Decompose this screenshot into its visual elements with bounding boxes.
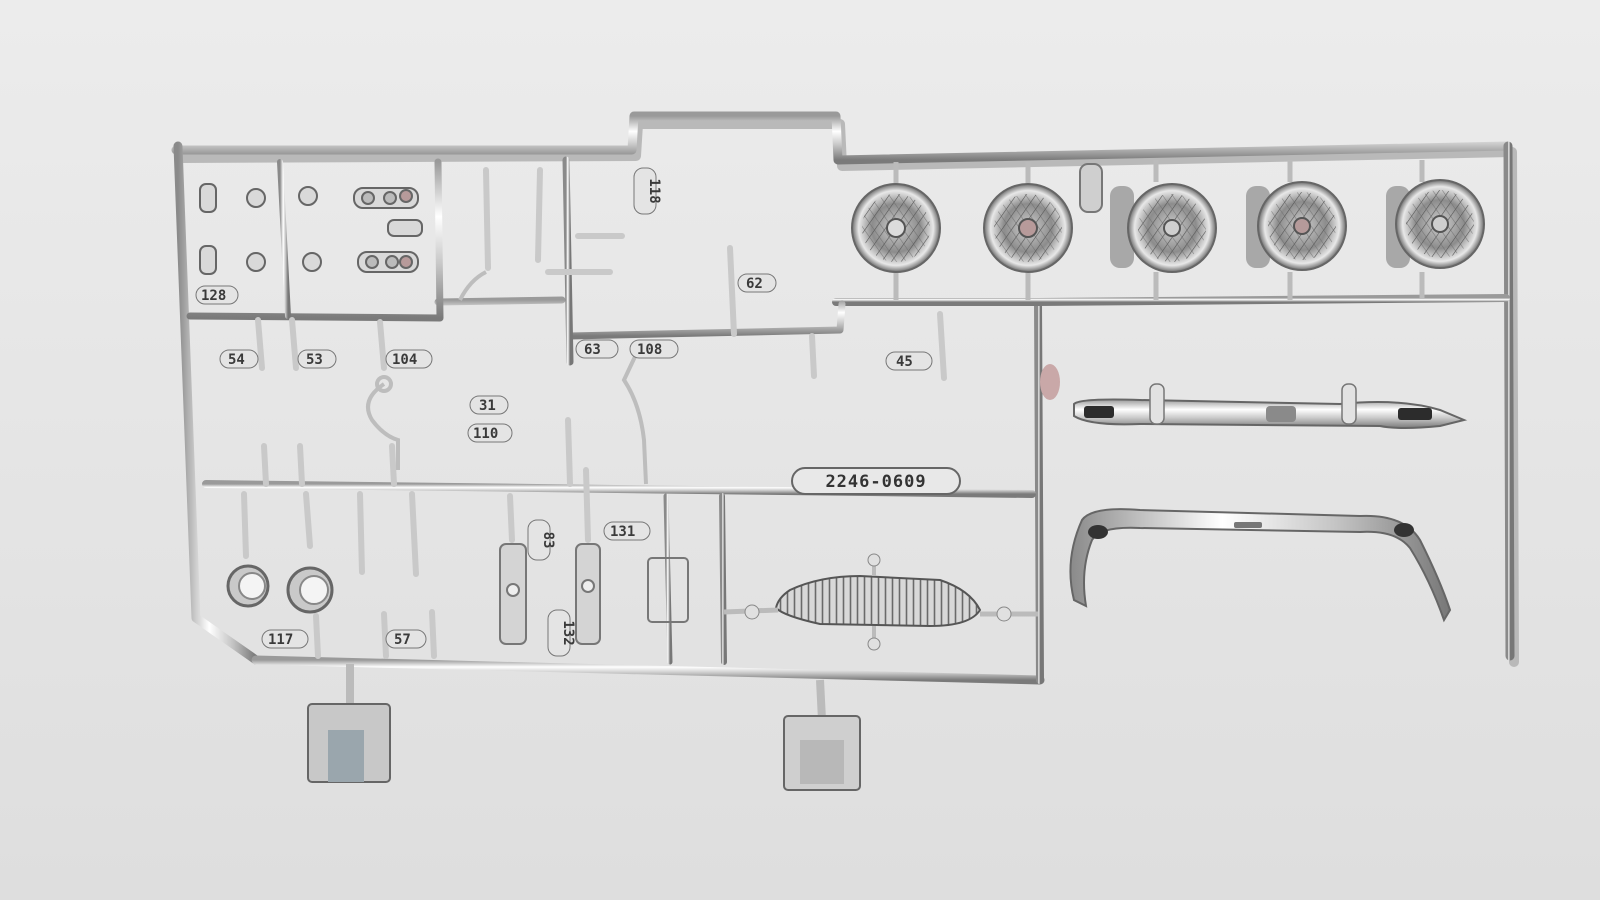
label-tag: 53 (297, 349, 337, 369)
part-number-plate: 2246-0609 (791, 467, 961, 495)
label-104: 104 (392, 352, 417, 368)
small-parts-upper-left (199, 183, 423, 275)
label-tag: 108 (629, 339, 679, 359)
rear-bumper (1069, 508, 1452, 623)
wheel-3 (1110, 160, 1217, 300)
label-54: 54 (228, 352, 245, 368)
label-tag: 110 (467, 423, 513, 443)
label-63: 63 (584, 342, 601, 358)
label-tag: 128 (195, 285, 239, 305)
label-tag: 54 (219, 349, 259, 369)
label-108: 108 (637, 342, 662, 358)
plate-parts (499, 543, 689, 645)
label-tag: 62 (737, 273, 777, 293)
label-tag: 132 (547, 609, 576, 657)
label-tag: 104 (385, 349, 433, 369)
label-83: 83 (540, 532, 556, 549)
wheel-1 (851, 162, 941, 300)
label-132: 132 (560, 620, 576, 645)
label-tag: 131 (603, 521, 651, 541)
label-57: 57 (394, 632, 411, 648)
label-tag: 117 (261, 629, 309, 649)
label-117: 117 (268, 632, 293, 648)
label-tag: 45 (885, 351, 933, 371)
wheel-5 (1386, 160, 1485, 298)
label-tag: 118 (633, 167, 662, 215)
wire-parts (366, 270, 648, 485)
tag-part (1079, 163, 1103, 213)
label-110: 110 (473, 426, 498, 442)
part-number-text: 2246-0609 (825, 472, 926, 492)
front-bumper (1040, 364, 1468, 429)
part-labels: 128 54 53 104 31 110 62 63 108 45 117 57… (195, 167, 933, 657)
label-31: 31 (479, 398, 496, 414)
label-62: 62 (746, 276, 763, 292)
label-131: 131 (610, 524, 635, 540)
wheel-2 (983, 162, 1073, 300)
label-tag: 63 (575, 339, 619, 359)
ring-parts (226, 564, 334, 614)
label-118: 118 (646, 178, 662, 203)
label-tag: 31 (469, 395, 509, 415)
wheel-4 (1246, 160, 1347, 300)
label-53: 53 (306, 352, 323, 368)
label-45: 45 (896, 354, 913, 370)
bottom-tabs (307, 664, 861, 791)
gates (241, 167, 947, 659)
wheel-row (851, 160, 1485, 300)
label-tag: 57 (385, 629, 427, 649)
label-128: 128 (201, 288, 226, 304)
grille-part (723, 553, 1038, 651)
label-tag: 83 (527, 519, 556, 561)
